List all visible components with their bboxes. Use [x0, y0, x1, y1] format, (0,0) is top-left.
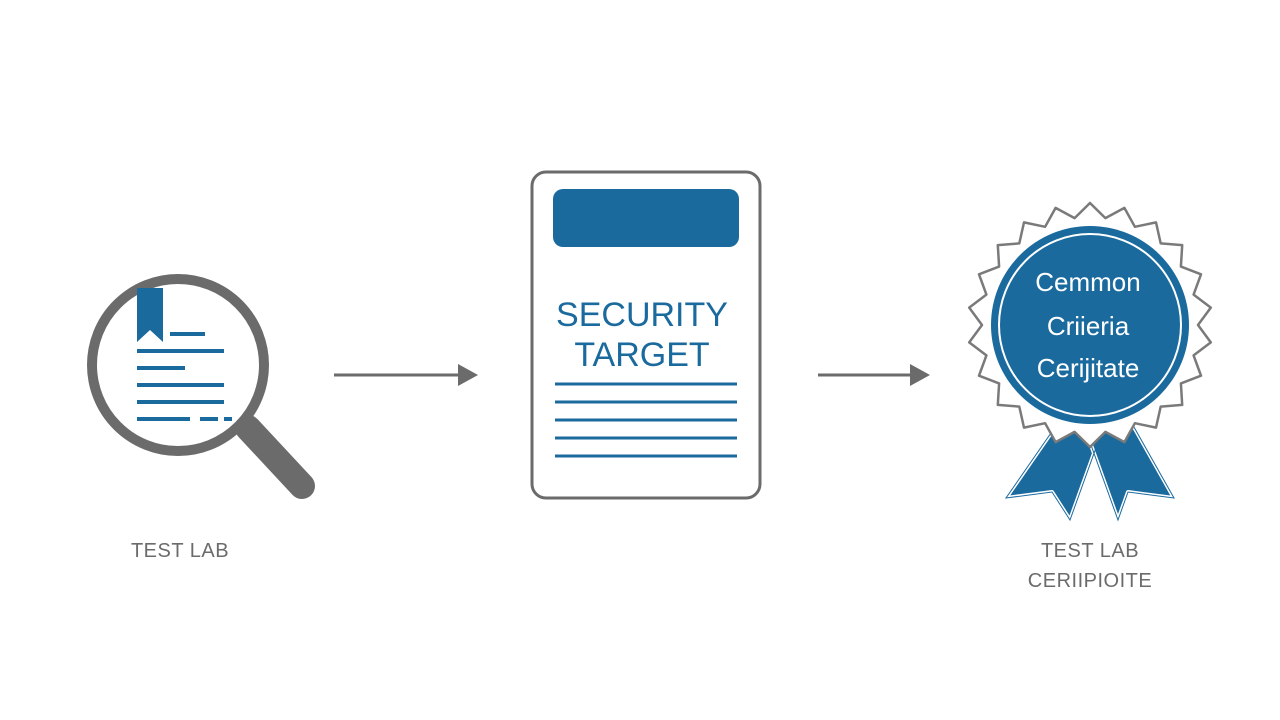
- badge-seal-inner-ring: [998, 233, 1182, 417]
- step-3-caption: TEST LAB CERIIPIOITE: [1000, 536, 1180, 596]
- document-frame: [530, 170, 762, 500]
- document-body-lines: [555, 382, 737, 458]
- magnifier-handle: [235, 415, 315, 499]
- step-1-caption: TEST LAB: [100, 536, 260, 566]
- right-arrow-icon: [334, 364, 478, 386]
- step-3-caption-line-1: TEST LAB: [1040, 540, 1140, 562]
- document-title-line-2: TARGET: [574, 336, 709, 374]
- badge-text-line-1: Cemmon: [1035, 267, 1140, 297]
- badge-seal-disc: [991, 226, 1189, 424]
- security-target-document-icon: SECURITY TARGET: [530, 170, 762, 500]
- certificate-badge-icon: Cemmon Criieria Cerijitate: [967, 201, 1213, 522]
- magnifying-glass-document-icon: [87, 274, 315, 499]
- document-title-line-1: SECURITY: [556, 296, 728, 334]
- badge-text-line-3: Cerijitate: [1037, 353, 1140, 383]
- right-arrow-icon: [818, 364, 930, 386]
- bookmark-ribbon: [137, 288, 163, 342]
- magnifier-lens: [87, 274, 269, 456]
- step-3-caption-line-2: CERIIPIOITE: [1027, 570, 1153, 592]
- step-1-caption-line-1: TEST LAB: [130, 540, 230, 562]
- badge-text-line-2: Criieria: [1047, 311, 1130, 341]
- document-text-lines: [137, 332, 232, 421]
- document-header-bar: [553, 189, 739, 247]
